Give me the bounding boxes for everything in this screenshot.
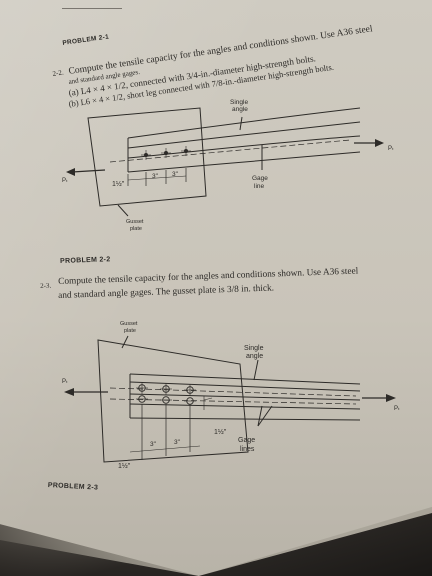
dim-space-1-label: 3" (152, 173, 159, 180)
dim-space-2-label-2: 3" (174, 439, 181, 446)
gusset-plate-outline (87, 107, 207, 207)
gusset-plate-2-label-line-1: Gusset (120, 321, 138, 327)
dim-gage-label: 1½" (214, 428, 227, 436)
angle-line-1 (127, 107, 361, 139)
gage-centerline (109, 139, 351, 163)
dim-edge-label: 1½" (112, 180, 125, 188)
gage-lines-label-line-2: lines (240, 446, 255, 453)
previous-figure-fragment (62, 0, 122, 9)
load-label-right: Pₜ (388, 146, 394, 152)
load-label-left-2: Pₜ (62, 379, 68, 385)
load-arrowhead-right-2 (386, 394, 396, 402)
single-angle-label-line-2: angle (232, 106, 248, 113)
gage-line-label-line-2: line (254, 183, 265, 190)
gusset-plate-label-line-1: Gusset (126, 219, 144, 225)
load-arrowhead-left (66, 168, 75, 176)
gage-lines-label-line-1: Gage (238, 437, 255, 444)
angle-line-3 (127, 135, 361, 159)
load-label-right-2: Pₜ (394, 406, 400, 412)
gage-line-label-line-1: Gage (252, 175, 268, 182)
gusset-plate-outline-2 (97, 339, 249, 463)
load-label-left: Pₜ (62, 178, 68, 184)
dim-space-2-label: 3" (172, 171, 179, 178)
single-angle-2-label-line-2: angle (246, 353, 263, 360)
gusset-plate-label-line-2: plate (130, 226, 142, 232)
angle-line-2 (127, 121, 361, 149)
load-arrowhead-left-2 (64, 388, 74, 396)
load-arrowhead-right (375, 139, 384, 147)
dim-edge-bottom-label: 1½" (118, 462, 131, 470)
single-angle-2-label-line-1: Single (244, 345, 264, 352)
load-arrow-left (71, 169, 106, 173)
dim-space-1-label-2: 3" (150, 441, 157, 448)
single-angle-label-line-1: Single (230, 99, 248, 106)
gusset-plate-2-label-line-2: plate (124, 328, 136, 334)
angle-line-4 (127, 151, 361, 173)
